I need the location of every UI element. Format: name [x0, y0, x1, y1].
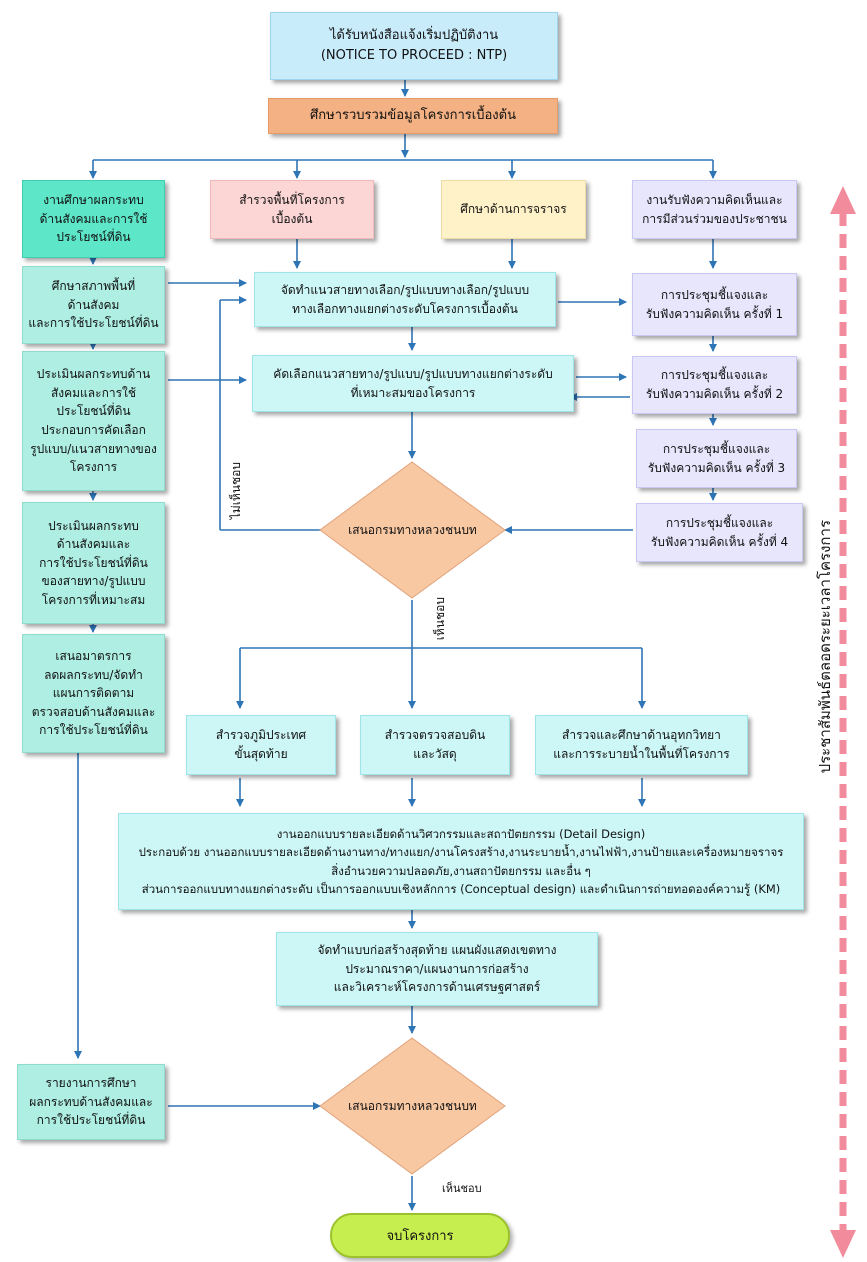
mitigation-measures-box: เสนอมาตรการ ลดผลกระทบ/จัดทำ แผนการติดตาม… — [22, 634, 165, 753]
decision-diamond-2 — [319, 1037, 506, 1175]
detail-design-box: งานออกแบบรายละเอียดด้านวิศวกรรมและสถาปัต… — [118, 813, 804, 910]
propose-drr-label-2: เสนอกรมทางหลวงชนบท — [348, 1098, 477, 1113]
detail-design-line-4: ส่วนการออกแบบทางแยกต่างระดับ เป็นการออกแ… — [141, 881, 781, 896]
final-construction-box: จัดทำแบบก่อสร้างสุดท้าย แผนผังแสดงเขตทาง… — [276, 932, 598, 1006]
public-relations-label: ประชาสัมพันธ์ตลอดระยะเวลาโครงการ — [816, 520, 834, 774]
decision-diamond-1 — [319, 461, 506, 599]
agree-label-2: เห็นชอบ — [442, 1182, 482, 1195]
assess-social-impact-box: ประเมินผลกระทบด้าน สังคมและการใช้ ประโยช… — [22, 351, 165, 491]
topo-survey-box: สำรวจภูมิประเทศ ขั้นสุดท้าย — [186, 715, 336, 775]
detail-design-line-2: ประกอบด้วย งานออกแบบรายละเอียดด้านงานทาง… — [138, 845, 784, 860]
alternatives-box: จัดทำแนวสายทางเลือก/รูปแบบทางเลือก/รูปแบ… — [254, 272, 556, 327]
agree-label-1: เห็นชอบ — [433, 597, 447, 641]
soil-survey-box: สำรวจตรวจสอบดิน และวัสดุ — [360, 715, 510, 775]
ntp-box: ได้รับหนังสือแจ้งเริ่มปฏิบัติงาน (NOTICE… — [270, 12, 558, 80]
meeting-3-box: การประชุมชี้แจงและ รับฟังความคิดเห็น ครั… — [636, 429, 797, 488]
side-double-arrow — [830, 186, 856, 1258]
traffic-study-box: ศึกษาด้านการจราจร — [441, 180, 586, 239]
select-route-box: คัดเลือกแนวสายทาง/รูปแบบ/รูปแบบทางแยกต่า… — [252, 355, 574, 412]
study-social-area-box: ศึกษาสภาพพื้นที่ ด้านสังคม และการใช้ประโ… — [22, 266, 165, 344]
public-participation-box: งานรับฟังความคิดเห็นและ การมีส่วนร่วมของ… — [632, 180, 797, 239]
hydrology-survey-box: สำรวจและศึกษาด้านอุทกวิทยา และการระบายน้… — [535, 715, 748, 775]
detail-design-line-3: สิ่งอำนวยความปลอดภัย,งานสถาปัตยกรรม และอ… — [331, 863, 591, 878]
assess-suitable-route-box: ประเมินผลกระทบ ด้านสังคมและ การใช้ประโยช… — [22, 502, 165, 624]
preliminary-study-box: ศึกษารวบรวมข้อมูลโครงการเบื้องต้น — [268, 98, 558, 134]
meeting-4-box: การประชุมชี้แจงและ รับฟังความคิดเห็น ครั… — [636, 503, 803, 562]
social-impact-box: งานศึกษาผลกระทบ ด้านสังคมและการใช้ ประโย… — [22, 180, 165, 258]
social-report-box: รายงานการศึกษา ผลกระทบด้านสังคมและ การใช… — [17, 1064, 165, 1140]
end-project-box: จบโครงการ — [330, 1213, 510, 1258]
disagree-label: ไม่เห็นชอบ — [229, 462, 243, 520]
propose-drr-label-1: เสนอกรมทางหลวงชนบท — [348, 522, 477, 537]
meeting-1-box: การประชุมชี้แจงและ รับฟังความคิดเห็น ครั… — [632, 273, 797, 336]
detail-design-line-1: งานออกแบบรายละเอียดด้านวิศวกรรมและสถาปัต… — [276, 826, 646, 841]
meeting-2-box: การประชุมชี้แจงและ รับฟังความคิดเห็น ครั… — [632, 356, 797, 414]
survey-area-box: สำรวจพื้นที่โครงการ เบื้องต้น — [210, 180, 374, 239]
